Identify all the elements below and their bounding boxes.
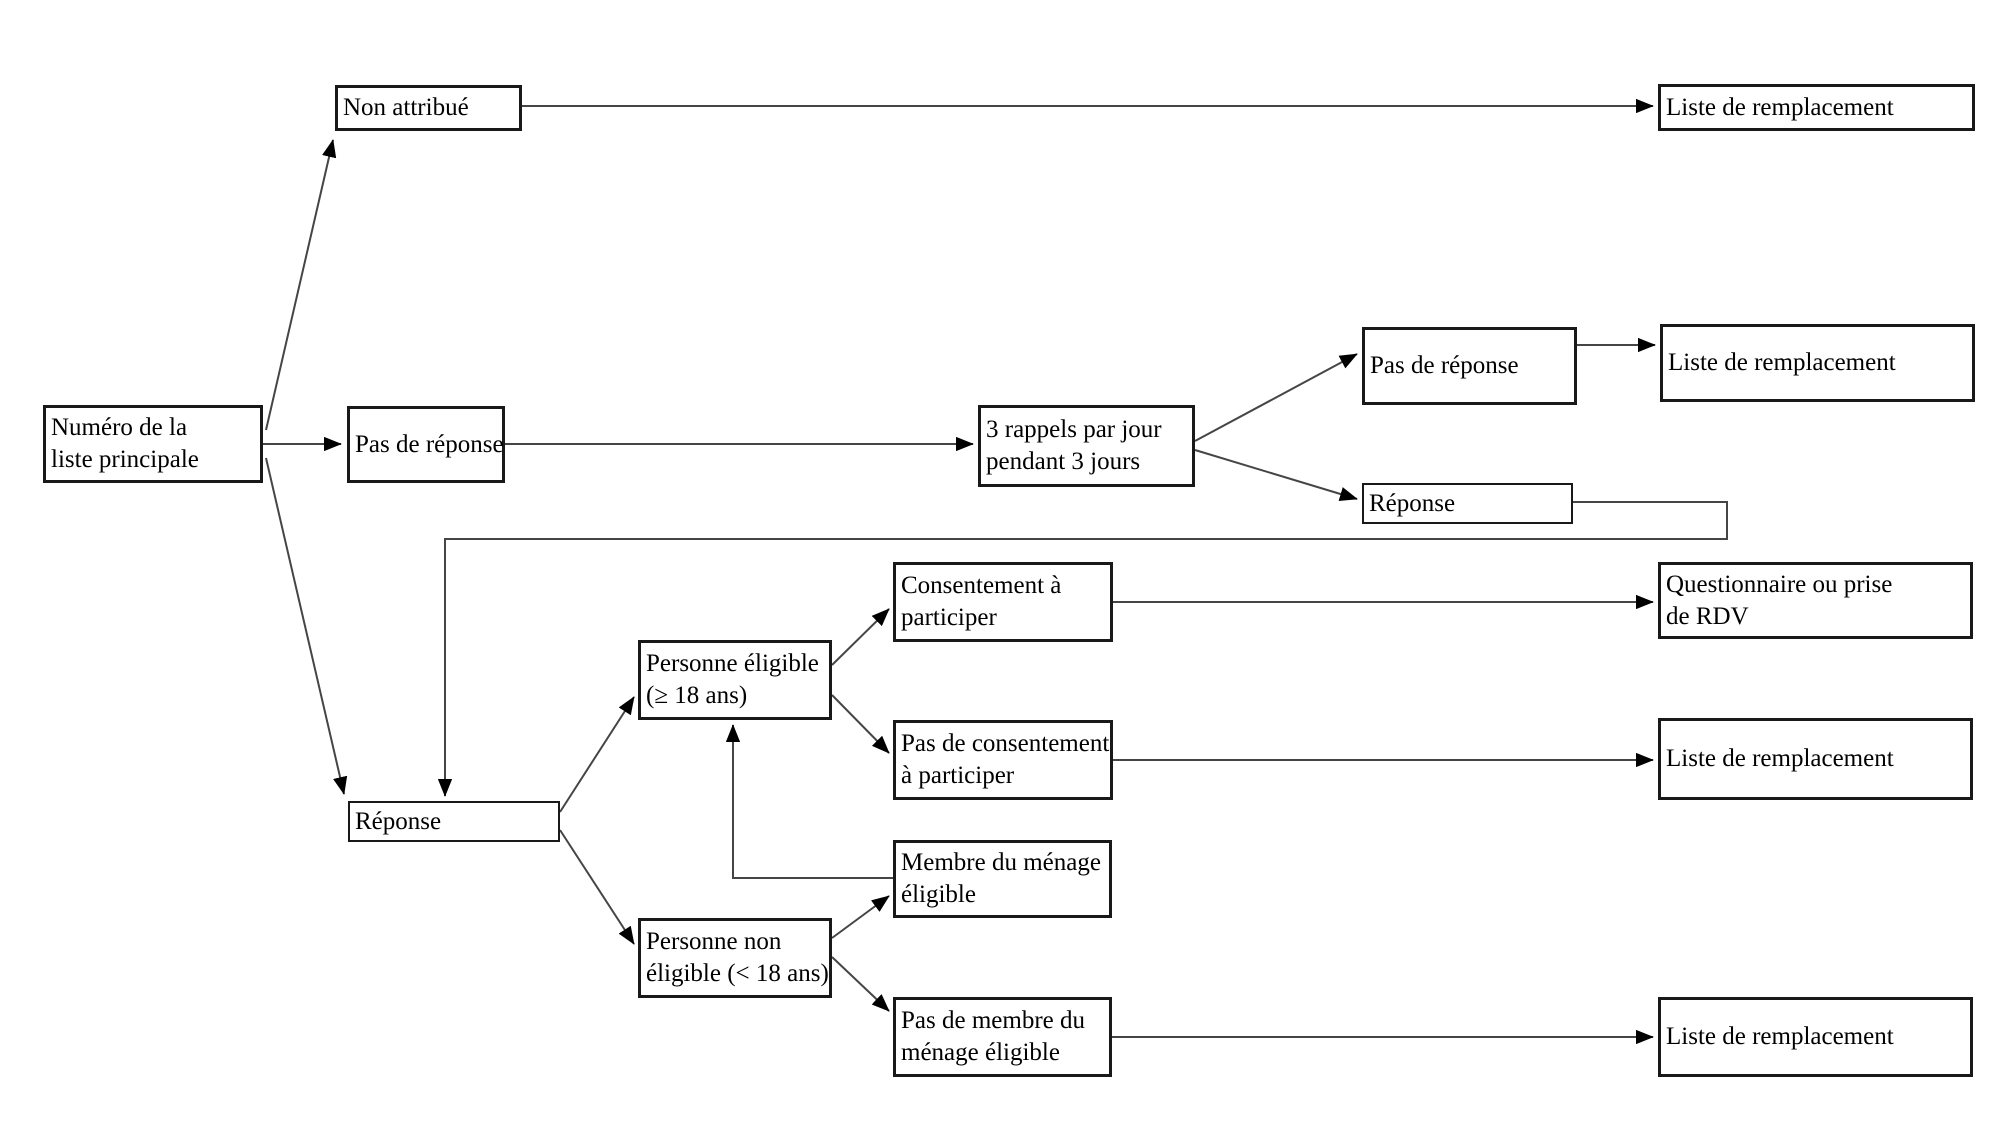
- node-label: Consentement à participer: [901, 572, 1062, 631]
- node-consentement-a-participer: Consentement à participer: [893, 562, 1113, 642]
- edge-personne-non-eligible-to-membre-menage: [831, 895, 890, 939]
- node-liste-de-remplacement-2: Liste de remplacement: [1660, 324, 1975, 402]
- node-label: Liste de remplacement: [1668, 349, 1896, 376]
- node-label: Pas de consentement à participer: [901, 730, 1110, 789]
- node-label: Non attribué: [343, 94, 469, 121]
- node-label: Réponse: [1369, 489, 1456, 517]
- node-label: Pas de réponse: [355, 430, 504, 458]
- node-numero-liste-principale: Numéro de la liste principale: [43, 405, 263, 483]
- edge-rappels-to-reponse-rappels: [1194, 449, 1358, 501]
- edge-rappels-to-pas-de-reponse-2: [1194, 353, 1358, 442]
- edge-personne-eligible-to-consentement: [831, 608, 890, 666]
- node-label: Pas de membre du ménage éligible: [901, 1007, 1085, 1066]
- node-label: Personne éligible (≥ 18 ans): [646, 650, 819, 709]
- edge-membre-menage-to-personne-eligible: [725, 724, 893, 879]
- edge-reponse-rappels-to-reponse-principale: [437, 501, 1728, 797]
- edge-numero-to-non-attribue: [265, 139, 337, 431]
- edge-reponse-principale-to-personne-non-eligible: [559, 829, 635, 945]
- edge-personne-non-eligible-to-pas-membre: [831, 956, 890, 1012]
- node-label: Questionnaire ou prise de RDV: [1666, 570, 1893, 630]
- node-pas-de-membre-du-menage: Pas de membre du ménage éligible: [893, 997, 1112, 1077]
- node-membre-du-menage-eligible: Membre du ménage éligible: [893, 840, 1112, 918]
- node-pas-de-reponse-2: Pas de réponse: [1362, 327, 1577, 405]
- node-questionnaire-ou-rdv: Questionnaire ou prise de RDV: [1658, 562, 1973, 639]
- edge-personne-eligible-to-pas-de-consentement: [831, 694, 890, 754]
- node-reponse-apres-rappels: Réponse: [1362, 483, 1573, 524]
- node-personne-non-eligible: Personne non éligible (< 18 ans): [638, 918, 832, 998]
- node-label: Pas de réponse: [1370, 352, 1519, 379]
- node-label: Liste de remplacement: [1666, 93, 1894, 121]
- node-pas-de-consentement: Pas de consentement à participer: [893, 720, 1113, 800]
- node-label: 3 rappels par jour pendant 3 jours: [986, 416, 1162, 475]
- node-liste-de-remplacement-3: Liste de remplacement: [1658, 718, 1973, 800]
- node-reponse-principale: Réponse: [348, 801, 560, 842]
- node-label: Liste de remplacement: [1666, 745, 1894, 772]
- node-label: Personne non éligible (< 18 ans): [646, 928, 829, 987]
- node-label: Membre du ménage éligible: [901, 849, 1101, 908]
- node-personne-eligible: Personne éligible (≥ 18 ans): [638, 640, 832, 720]
- node-label: Numéro de la liste principale: [51, 414, 199, 473]
- edge-numero-to-reponse-principale: [265, 457, 348, 795]
- node-3-rappels: 3 rappels par jour pendant 3 jours: [978, 405, 1195, 487]
- node-label: Réponse: [355, 807, 442, 835]
- node-pas-de-reponse-1: Pas de réponse: [347, 406, 505, 483]
- node-non-attribue: Non attribué: [335, 85, 522, 131]
- node-liste-de-remplacement-4: Liste de remplacement: [1658, 997, 1973, 1077]
- node-label: Liste de remplacement: [1666, 1023, 1894, 1050]
- edge-reponse-principale-to-personne-eligible: [559, 696, 635, 813]
- node-liste-de-remplacement-1: Liste de remplacement: [1658, 84, 1975, 131]
